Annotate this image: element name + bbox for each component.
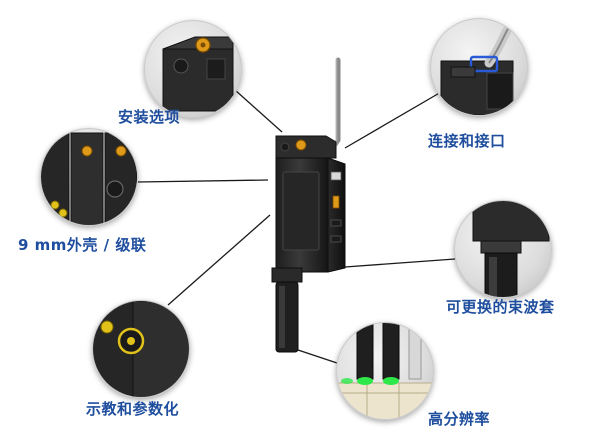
label-mounting-options: 安装选项 [118,108,181,126]
label-replaceable-sleeve: 可更换的束波套 [446,298,555,316]
screw-icon [81,145,93,157]
led-indicator-icon [100,320,114,334]
bubble-connection-port [430,18,528,116]
bubble-replaceable-sleeve [454,200,552,298]
label-connection-port: 连接和接口 [428,132,506,150]
screw-icon [295,139,307,151]
bubble-high-resolution [336,322,434,420]
bubble-display-parameter [92,300,190,398]
label-display-parameter: 示教和参数化 [86,400,180,418]
bubble-housing-cascade [40,128,138,226]
fiber-clamp-icon [469,55,499,73]
fiber-cable-icon [327,57,341,155]
label-housing-cascade: 9 mm外壳 / 级联 [18,236,147,254]
label-high-resolution: 高分辨率 [428,410,491,428]
bubble-mounting-options [144,20,242,118]
led-indicator-icon [357,377,373,385]
